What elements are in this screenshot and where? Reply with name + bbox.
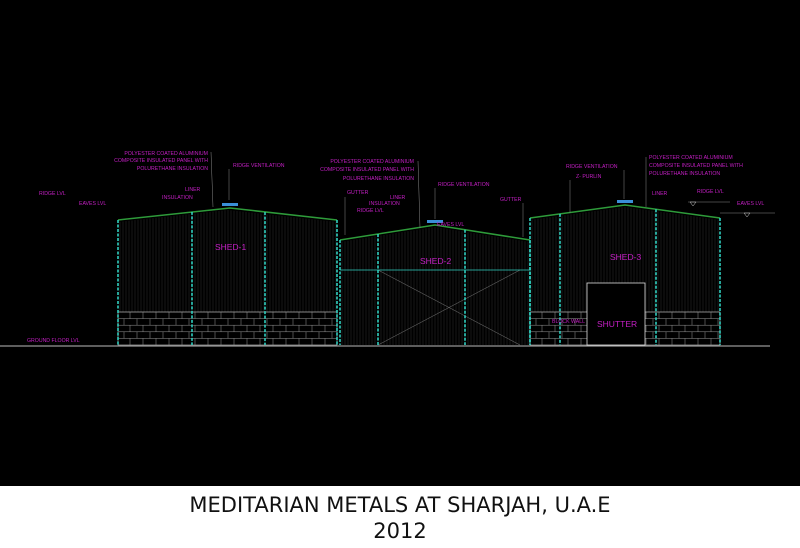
eaves-lvl-label-1: EAVES LVL: [79, 201, 106, 207]
block-wall-label: BLOCK WALL: [552, 319, 585, 325]
slide-caption: MEDITARIAN METALS AT SHARJAH, U.A.E 2012: [0, 492, 800, 544]
insulation-label-1: INSULATION: [162, 195, 193, 201]
ridge-lvl-label-2: RIDGE LVL: [357, 208, 384, 214]
note-line: COMPOSITE INSULATED PANEL WITH: [114, 158, 208, 164]
shed-2-label: SHED-2: [420, 256, 451, 266]
note-line: COMPOSITE INSULATED PANEL WITH: [320, 167, 414, 173]
ridge-vent-1: [222, 203, 238, 206]
note-line: POLYESTER COATED ALUMINIUM: [330, 159, 414, 165]
note-line: POLYESTER COATED ALUMINIUM: [124, 151, 208, 157]
eaves-lvl-label-2: EAVES LVL: [437, 222, 464, 228]
note-line: POLURETHANE INSULATION: [137, 166, 208, 172]
liner-label-1: LINER: [185, 187, 201, 193]
gutter-label-1: GUTTER: [347, 190, 369, 196]
ridge-vent-3: [617, 200, 633, 203]
shed-3-roof: [529, 204, 721, 219]
ridge-ventilation-label-3: RIDGE VENTILATION: [566, 164, 618, 170]
wall-cladding: [119, 207, 719, 345]
note-line: POLURETHANE INSULATION: [649, 171, 720, 177]
z-purlin-label: Z- PURLIN: [576, 174, 602, 180]
caption-year: 2012: [373, 519, 427, 543]
insulation-label-2: INSULATION: [369, 201, 400, 207]
block-wall: [117, 311, 338, 346]
annotation-panel-2: POLYESTER COATED ALUMINIUM COMPOSITE INS…: [320, 159, 414, 182]
ridge-lvl-label-1: RIDGE LVL: [39, 191, 66, 197]
shed-1-label: SHED-1: [215, 242, 246, 252]
note-line: POLURETHANE INSULATION: [343, 176, 414, 182]
shutter-label: SHUTTER: [597, 319, 637, 329]
note-line: POLYESTER COATED ALUMINIUM: [649, 155, 733, 161]
annotation-panel-1: POLYESTER COATED ALUMINIUM COMPOSITE INS…: [114, 151, 208, 172]
eaves-lvl-label-3: EAVES LVL: [737, 201, 764, 207]
steel-columns: [117, 209, 721, 345]
shed-2-bracing: [377, 269, 521, 346]
shed-3-label: SHED-3: [610, 252, 641, 262]
caption-title: MEDITARIAN METALS AT SHARJAH, U.A.E: [189, 493, 611, 517]
cad-elevation-drawing: SHED-1 SHED-2 SHED-3 SHUTTER POLYESTER C…: [0, 0, 800, 486]
ridge-ventilation-label-2: RIDGE VENTILATION: [438, 182, 490, 188]
shutter: [586, 282, 646, 346]
ground-floor-lvl-label: GROUND FLOOR LVL: [27, 338, 80, 344]
note-line: COMPOSITE INSULATED PANEL WITH: [649, 163, 743, 169]
shed-2-roof: [339, 224, 531, 241]
ridge-ventilation-label-1: RIDGE VENTILATION: [233, 163, 285, 169]
annotation-panel-3: POLYESTER COATED ALUMINIUM COMPOSITE INS…: [649, 155, 743, 177]
elevation-svg: SHED-1 SHED-2 SHED-3 SHUTTER POLYESTER C…: [0, 151, 775, 347]
shed-1-roof: [117, 207, 338, 221]
level-marker-icon: [743, 212, 751, 218]
liner-label-2: LINER: [390, 195, 406, 201]
ridge-vent-2: [427, 220, 443, 223]
level-marker-icon: [689, 201, 697, 207]
ridge-lvl-label-3: RIDGE LVL: [697, 189, 724, 195]
gutter-label-2: GUTTER: [500, 197, 522, 203]
liner-label-3: LINER: [652, 191, 668, 197]
